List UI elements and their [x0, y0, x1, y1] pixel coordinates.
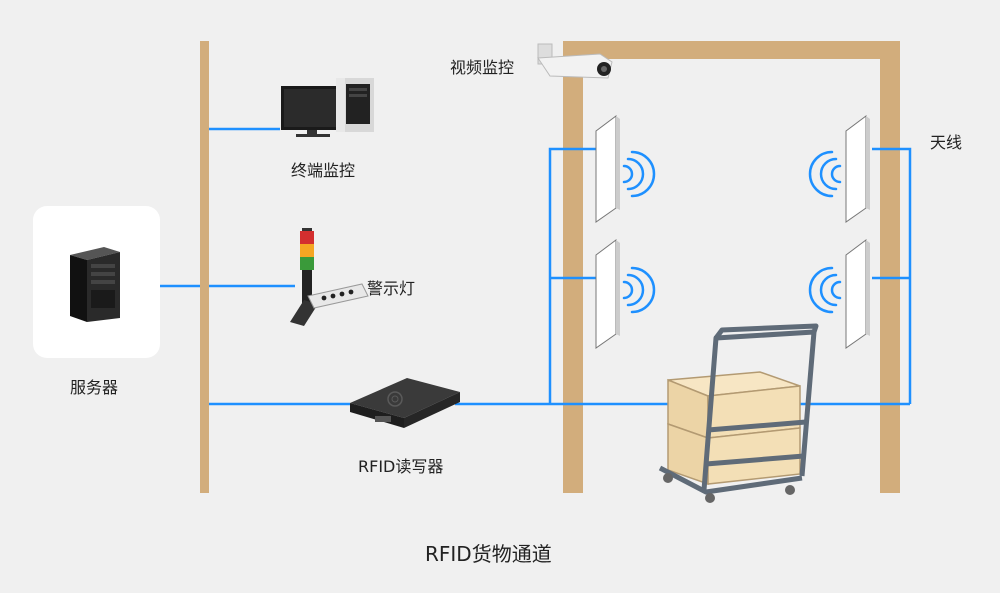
camera-icon: [537, 43, 613, 79]
signal-waves: [622, 150, 842, 314]
antenna-left-top: [595, 115, 620, 223]
door-frame: [563, 41, 900, 493]
server-icon: [70, 247, 120, 322]
server-label: 服务器: [70, 378, 119, 397]
antenna-left-bottom: [595, 239, 620, 349]
terminal-label: 终端监控: [291, 161, 356, 180]
antenna-right-top: [845, 115, 870, 223]
rfid-reader-icon: [350, 378, 460, 428]
wiring: [160, 127, 912, 406]
reader-label: RFID读写器: [358, 457, 444, 476]
backbone-post: [200, 41, 209, 493]
terminal-monitor-icon: [281, 78, 374, 137]
diagram-title: RFID货物通道: [425, 542, 552, 566]
antenna-label: 天线: [930, 133, 963, 152]
camera-label: 视频监控: [450, 58, 515, 77]
alarm-light-label: 警示灯: [367, 279, 416, 298]
antenna-right-bottom: [845, 239, 870, 349]
alarm-light-icon: [290, 228, 369, 326]
cargo-cart-icon: [658, 323, 819, 503]
